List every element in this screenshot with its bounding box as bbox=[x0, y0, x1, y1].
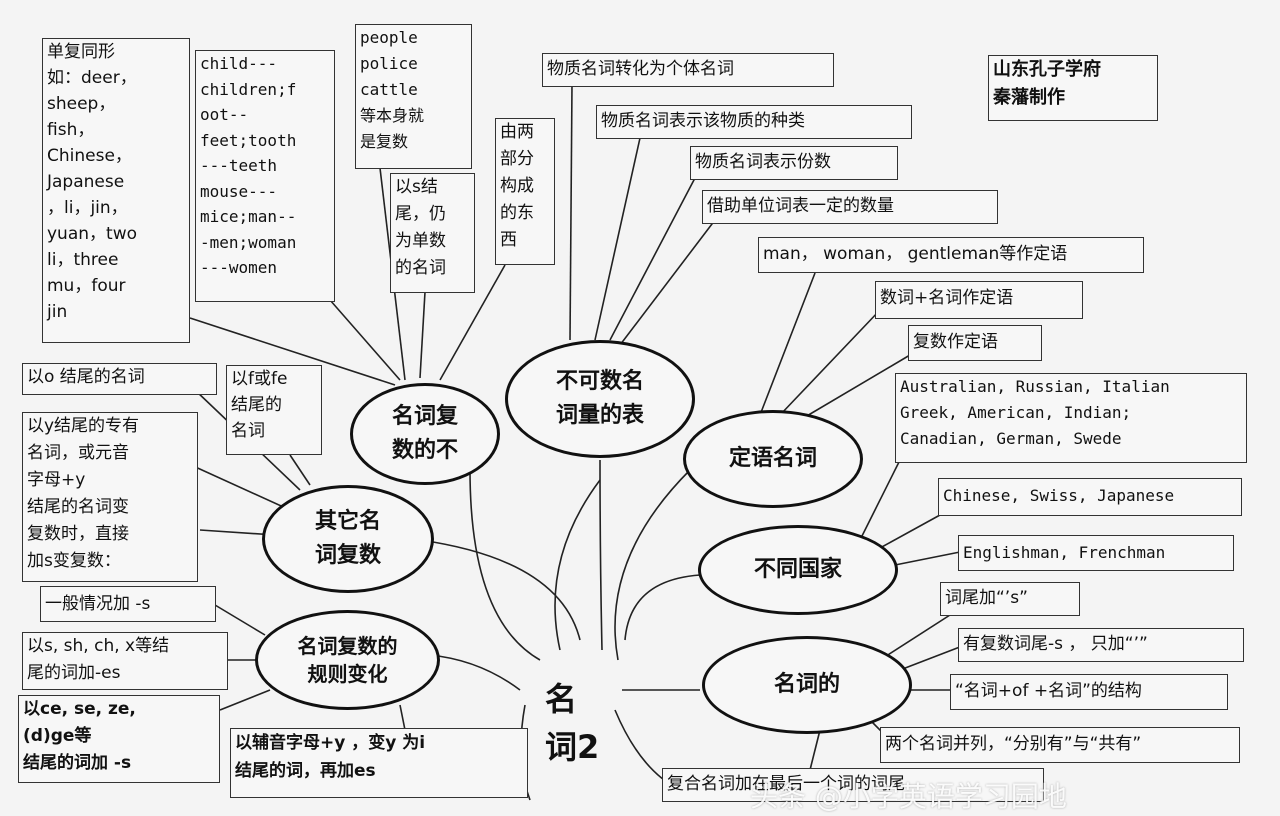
note-nations-3: Englishman, Frenchman bbox=[958, 535, 1234, 571]
category-uncountable: 不可数名 词量的表 bbox=[505, 340, 695, 458]
note-material-portion: 物质名词表示份数 bbox=[690, 146, 898, 180]
center-title: 名 词2 bbox=[545, 680, 600, 766]
note-y-proper: 以y结尾的专有 名词，或元音 字母+y 结尾的名词变 复数时，直接 加s变复数： bbox=[22, 412, 198, 582]
note-material-kind: 物质名词表示该物质的种类 bbox=[596, 105, 912, 139]
note-people-police: people police cattle 等本身就 是复数 bbox=[355, 24, 472, 169]
note-plural-attr: 复数作定语 bbox=[908, 325, 1042, 361]
note-compound: 复合名词加在最后一个词的词尾 bbox=[662, 768, 1044, 802]
note-general-s: 一般情况加 -s bbox=[40, 586, 216, 622]
author-logo: 山东孔子学府 秦藩制作 bbox=[988, 55, 1158, 121]
category-plural-regular: 名词复数的 规则变化 bbox=[255, 610, 440, 710]
category-attributive: 定语名词 bbox=[683, 410, 863, 508]
watermark: 头条 @小学英语学习园地 bbox=[750, 780, 1067, 813]
note-two-nouns: 两个名词并列，“分别有”与“共有” bbox=[880, 727, 1240, 763]
note-irregular-forms: child--- children;f oot-- feet;tooth ---… bbox=[195, 50, 335, 302]
note-apostrophe-s: 词尾加“’s” bbox=[940, 582, 1080, 616]
note-f-fe-ending: 以f或fe 结尾的 名词 bbox=[226, 365, 322, 455]
note-consonant-y: 以辅音字母+y ，变y 为i 结尾的词，再加es bbox=[230, 728, 528, 798]
note-nations-1: Australian, Russian, Italian Greek, Amer… bbox=[895, 373, 1247, 463]
note-s-ending: 以s结 尾，仍 为单数 的名词 bbox=[390, 173, 475, 293]
note-man-woman: man， woman， gentleman等作定语 bbox=[758, 237, 1144, 273]
note-material-individual: 物质名词转化为个体名词 bbox=[542, 53, 834, 87]
note-num-noun: 数词+名词作定语 bbox=[875, 281, 1083, 319]
category-possessive: 名词的 bbox=[702, 636, 912, 734]
note-apostrophe-only: 有复数词尾-s ， 只加“’” bbox=[958, 628, 1244, 662]
category-nationality: 不同国家 bbox=[698, 525, 898, 615]
note-of-structure: “名词+of +名词”的结构 bbox=[950, 674, 1228, 710]
note-unit-words: 借助单位词表一定的数量 bbox=[702, 190, 998, 224]
note-same-form: 单复同形 如：deer， sheep， fish， Chinese， Japan… bbox=[42, 38, 190, 343]
category-other-plural: 其它名 词复数 bbox=[262, 485, 434, 593]
note-s-sh-ch-x: 以s, sh, ch, x等结 尾的词加-es bbox=[22, 632, 228, 690]
category-plural-irregular: 名词复 数的不 bbox=[350, 383, 500, 485]
note-ce-se-ze: 以ce, se, ze, (d)ge等 结尾的词加 -s bbox=[18, 695, 220, 783]
note-two-parts: 由两 部分 构成 的东 西 bbox=[495, 118, 555, 265]
note-nations-2: Chinese, Swiss, Japanese bbox=[938, 478, 1242, 516]
note-o-ending: 以o 结尾的名词 bbox=[22, 363, 217, 395]
